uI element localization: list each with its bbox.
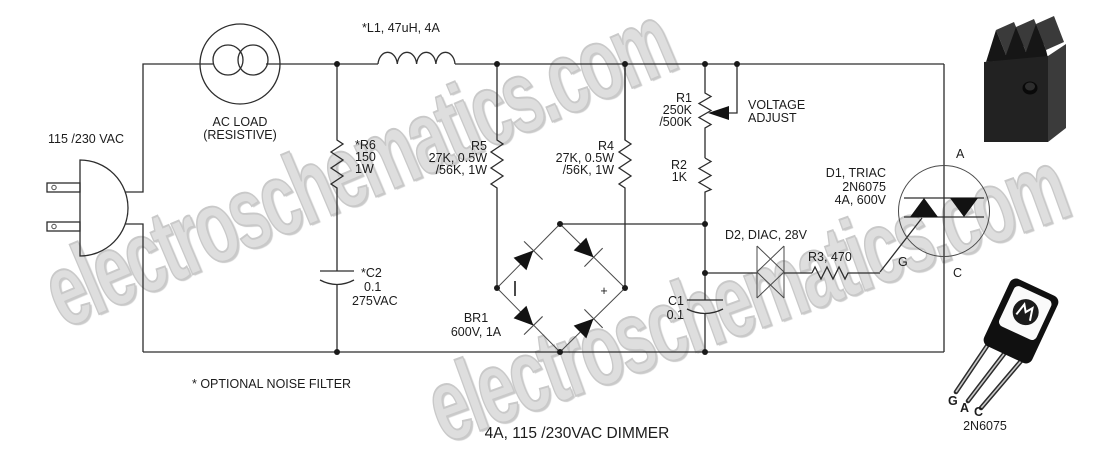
capacitor-c2-symbol	[319, 270, 355, 352]
br1-rating: 600V, 1A	[451, 325, 502, 339]
schematic-title: 4A, 115 /230VAC DIMMER	[485, 425, 670, 442]
r1-alt: /500K	[659, 115, 692, 129]
triac-pin-g: G	[898, 255, 908, 269]
c1-value: 0.1	[667, 308, 684, 322]
resistor-r3-symbol	[811, 217, 923, 281]
d1-label-line1: D1, TRIAC	[826, 166, 886, 180]
triac-pin-c: C	[953, 266, 962, 280]
c2-rating: 275VAC	[352, 294, 398, 308]
r5-value: 27K, 0.5W	[429, 151, 488, 165]
bridge-plus-mark: +	[600, 284, 607, 298]
package-part-number: 2N6075	[963, 419, 1007, 433]
d2-label: D2, DIAC, 28V	[725, 228, 808, 242]
lamp-symbol	[199, 23, 281, 105]
inductor-l1-label: *L1, 47uH, 4A	[362, 21, 440, 35]
br1-name: BR1	[464, 311, 488, 325]
r1-value: 250K	[663, 103, 693, 117]
potentiometer-r1-symbol	[697, 64, 738, 158]
d1-label-line2: 2N6075	[842, 180, 886, 194]
package-pin-g: G	[948, 394, 958, 408]
diac-d2-symbol	[705, 245, 812, 299]
voltage-adjust-line2: ADJUST	[748, 111, 797, 125]
junction-dots	[334, 61, 740, 355]
triac-pin-a: A	[956, 147, 965, 161]
r4-name: R4	[598, 139, 614, 153]
resistor-r4-symbol	[617, 64, 633, 288]
transistor-package-image: G A C 2N6075	[948, 278, 1059, 433]
ac-plug-symbol	[46, 63, 200, 352]
r5-alt: /56K, 1W	[436, 163, 488, 177]
heatsink-image	[984, 16, 1066, 142]
r5-name: R5	[471, 139, 487, 153]
r6-power: 1W	[355, 162, 374, 176]
d1-label-line3: 4A, 600V	[835, 193, 887, 207]
resistor-r6-symbol	[329, 64, 345, 271]
resistor-r5-symbol	[489, 64, 505, 288]
c2-value: 0.1	[364, 280, 381, 294]
bridge-rectifier-symbol	[496, 64, 705, 353]
source-voltage-label: 115 /230 VAC	[48, 132, 124, 146]
r3-label: R3, 470	[808, 250, 852, 264]
r6-name: *R6	[355, 138, 376, 152]
package-pin-a: A	[960, 401, 969, 415]
r4-alt: /56K, 1W	[563, 163, 615, 177]
inductor-l1-symbol	[377, 51, 456, 65]
load-label-line1: AC LOAD	[213, 115, 268, 129]
noise-filter-note: * OPTIONAL NOISE FILTER	[192, 377, 351, 391]
triac-d1-symbol	[898, 64, 990, 352]
capacitor-c1-symbol	[686, 299, 724, 352]
c1-name: C1	[668, 294, 684, 308]
load-label-line2: (RESISTIVE)	[203, 128, 277, 142]
c2-name: *C2	[361, 266, 382, 280]
r6-value: 150	[355, 150, 376, 164]
resistor-r2-symbol	[697, 157, 713, 300]
voltage-adjust-line1: VOLTAGE	[748, 98, 805, 112]
package-pin-c: C	[974, 405, 983, 419]
r1-name: R1	[676, 91, 692, 105]
r2-value: 1K	[672, 170, 688, 184]
r4-value: 27K, 0.5W	[556, 151, 615, 165]
r2-name: R2	[671, 158, 687, 172]
